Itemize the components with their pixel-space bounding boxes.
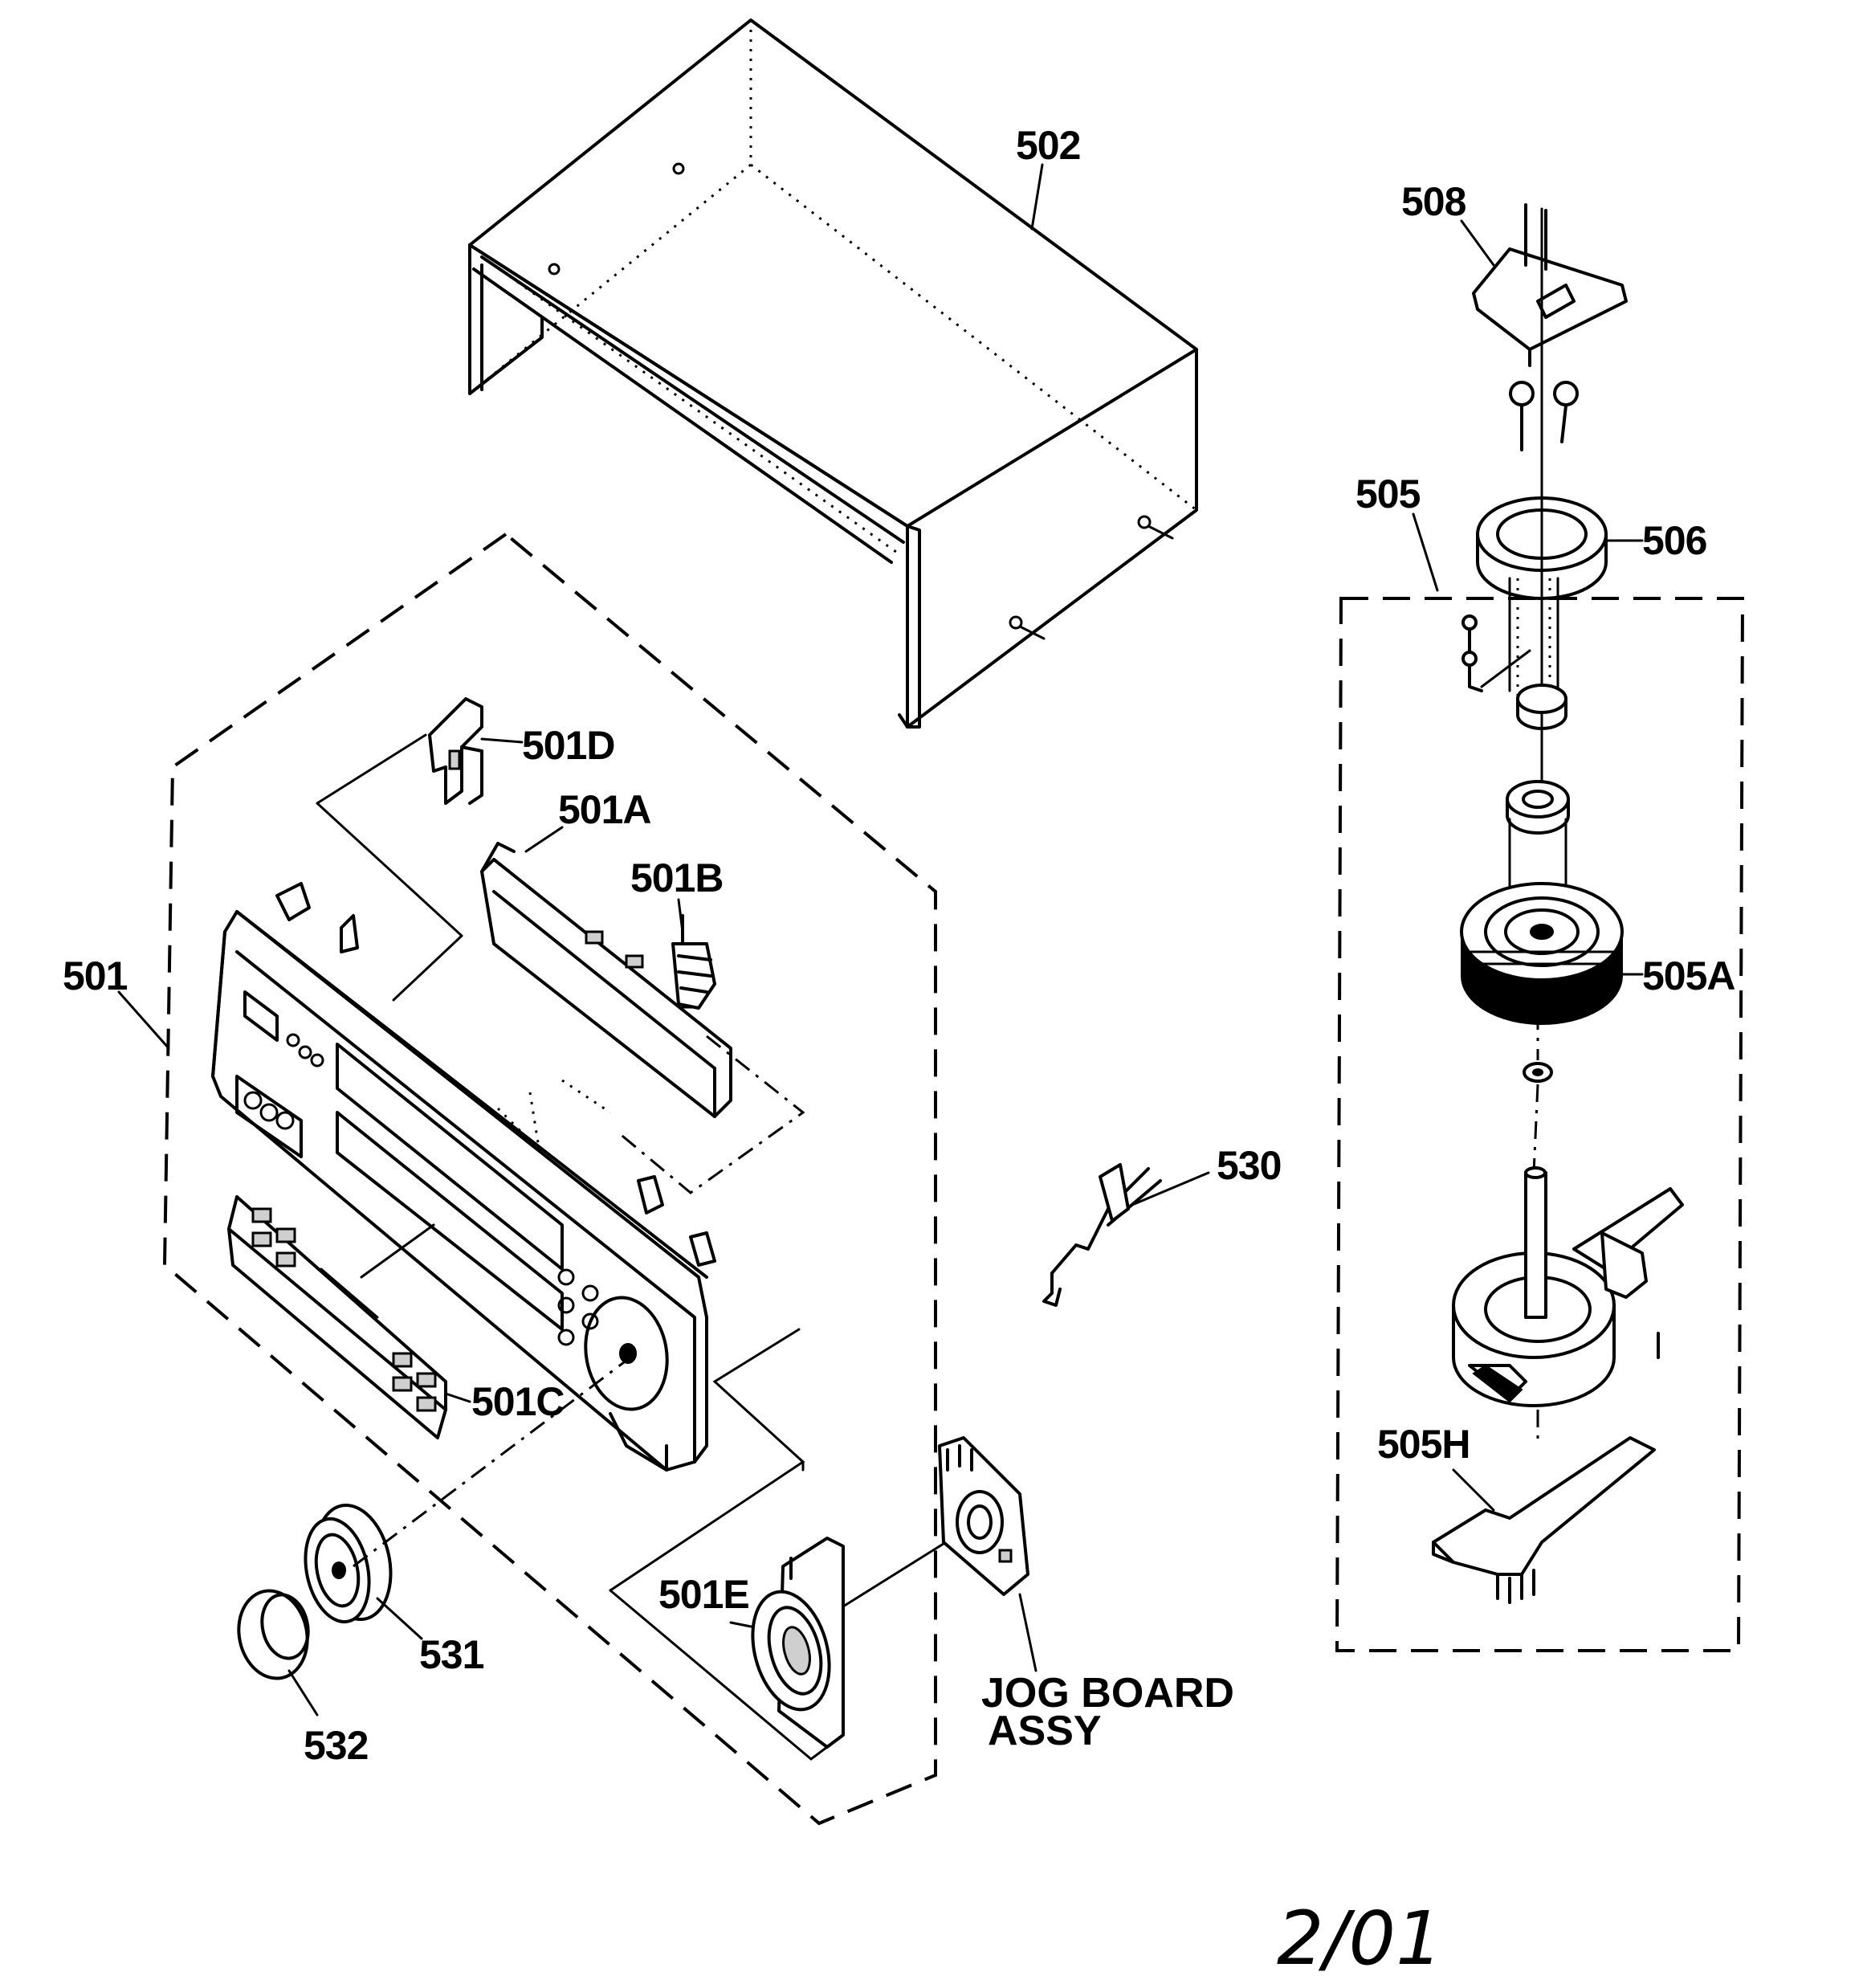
- label-501D: 501D: [522, 723, 615, 768]
- board-508: [1472, 203, 1628, 367]
- leader-lines: [117, 163, 1644, 1717]
- bracket-505H: [1432, 1436, 1656, 1604]
- label-505A: 505A: [1642, 953, 1735, 998]
- display-window-501A: [480, 842, 732, 1118]
- top-cover-502: [468, 18, 1198, 729]
- cable-530: [1042, 1163, 1162, 1307]
- screws: [1509, 381, 1579, 451]
- label-jog-board-line2: ASSY: [988, 1708, 1102, 1754]
- label-501E: 501E: [658, 1572, 749, 1617]
- label-501: 501: [63, 953, 128, 998]
- label-501A: 501A: [558, 787, 651, 832]
- knob-ring-531: [304, 1503, 393, 1624]
- knob-532: [237, 1589, 310, 1680]
- label-501B: 501B: [630, 855, 724, 900]
- label-505H: 505H: [1377, 1422, 1470, 1467]
- spindle-group-outline: [1335, 597, 1745, 1652]
- motor-assembly: [1452, 1166, 1684, 1407]
- label-508: 508: [1401, 179, 1466, 224]
- label-jog-board-line1: JOG BOARD: [981, 1670, 1234, 1717]
- front-panel-group-outline: [162, 532, 937, 1826]
- label-506: 506: [1642, 518, 1706, 563]
- small-pins: [1461, 614, 1531, 692]
- collar: [1516, 684, 1567, 730]
- pulley-505A: [1460, 882, 1624, 1025]
- label-530: 530: [1217, 1143, 1281, 1188]
- label-505: 505: [1355, 471, 1421, 516]
- bushing: [1506, 780, 1570, 835]
- front-panel-501: [211, 882, 716, 1472]
- label-502: 502: [1016, 123, 1080, 168]
- bracket-501D: [428, 697, 483, 805]
- date-stamp: 2/01: [1277, 1896, 1443, 1982]
- contact-501B: [671, 914, 716, 1010]
- label-531: 531: [419, 1632, 484, 1677]
- jog-board-assy: [938, 1436, 1029, 1596]
- button-panel-501C: [227, 1195, 447, 1439]
- label-532: 532: [304, 1723, 368, 1768]
- label-501C: 501C: [471, 1379, 565, 1424]
- jog-mechanism-501E: [751, 1537, 845, 1749]
